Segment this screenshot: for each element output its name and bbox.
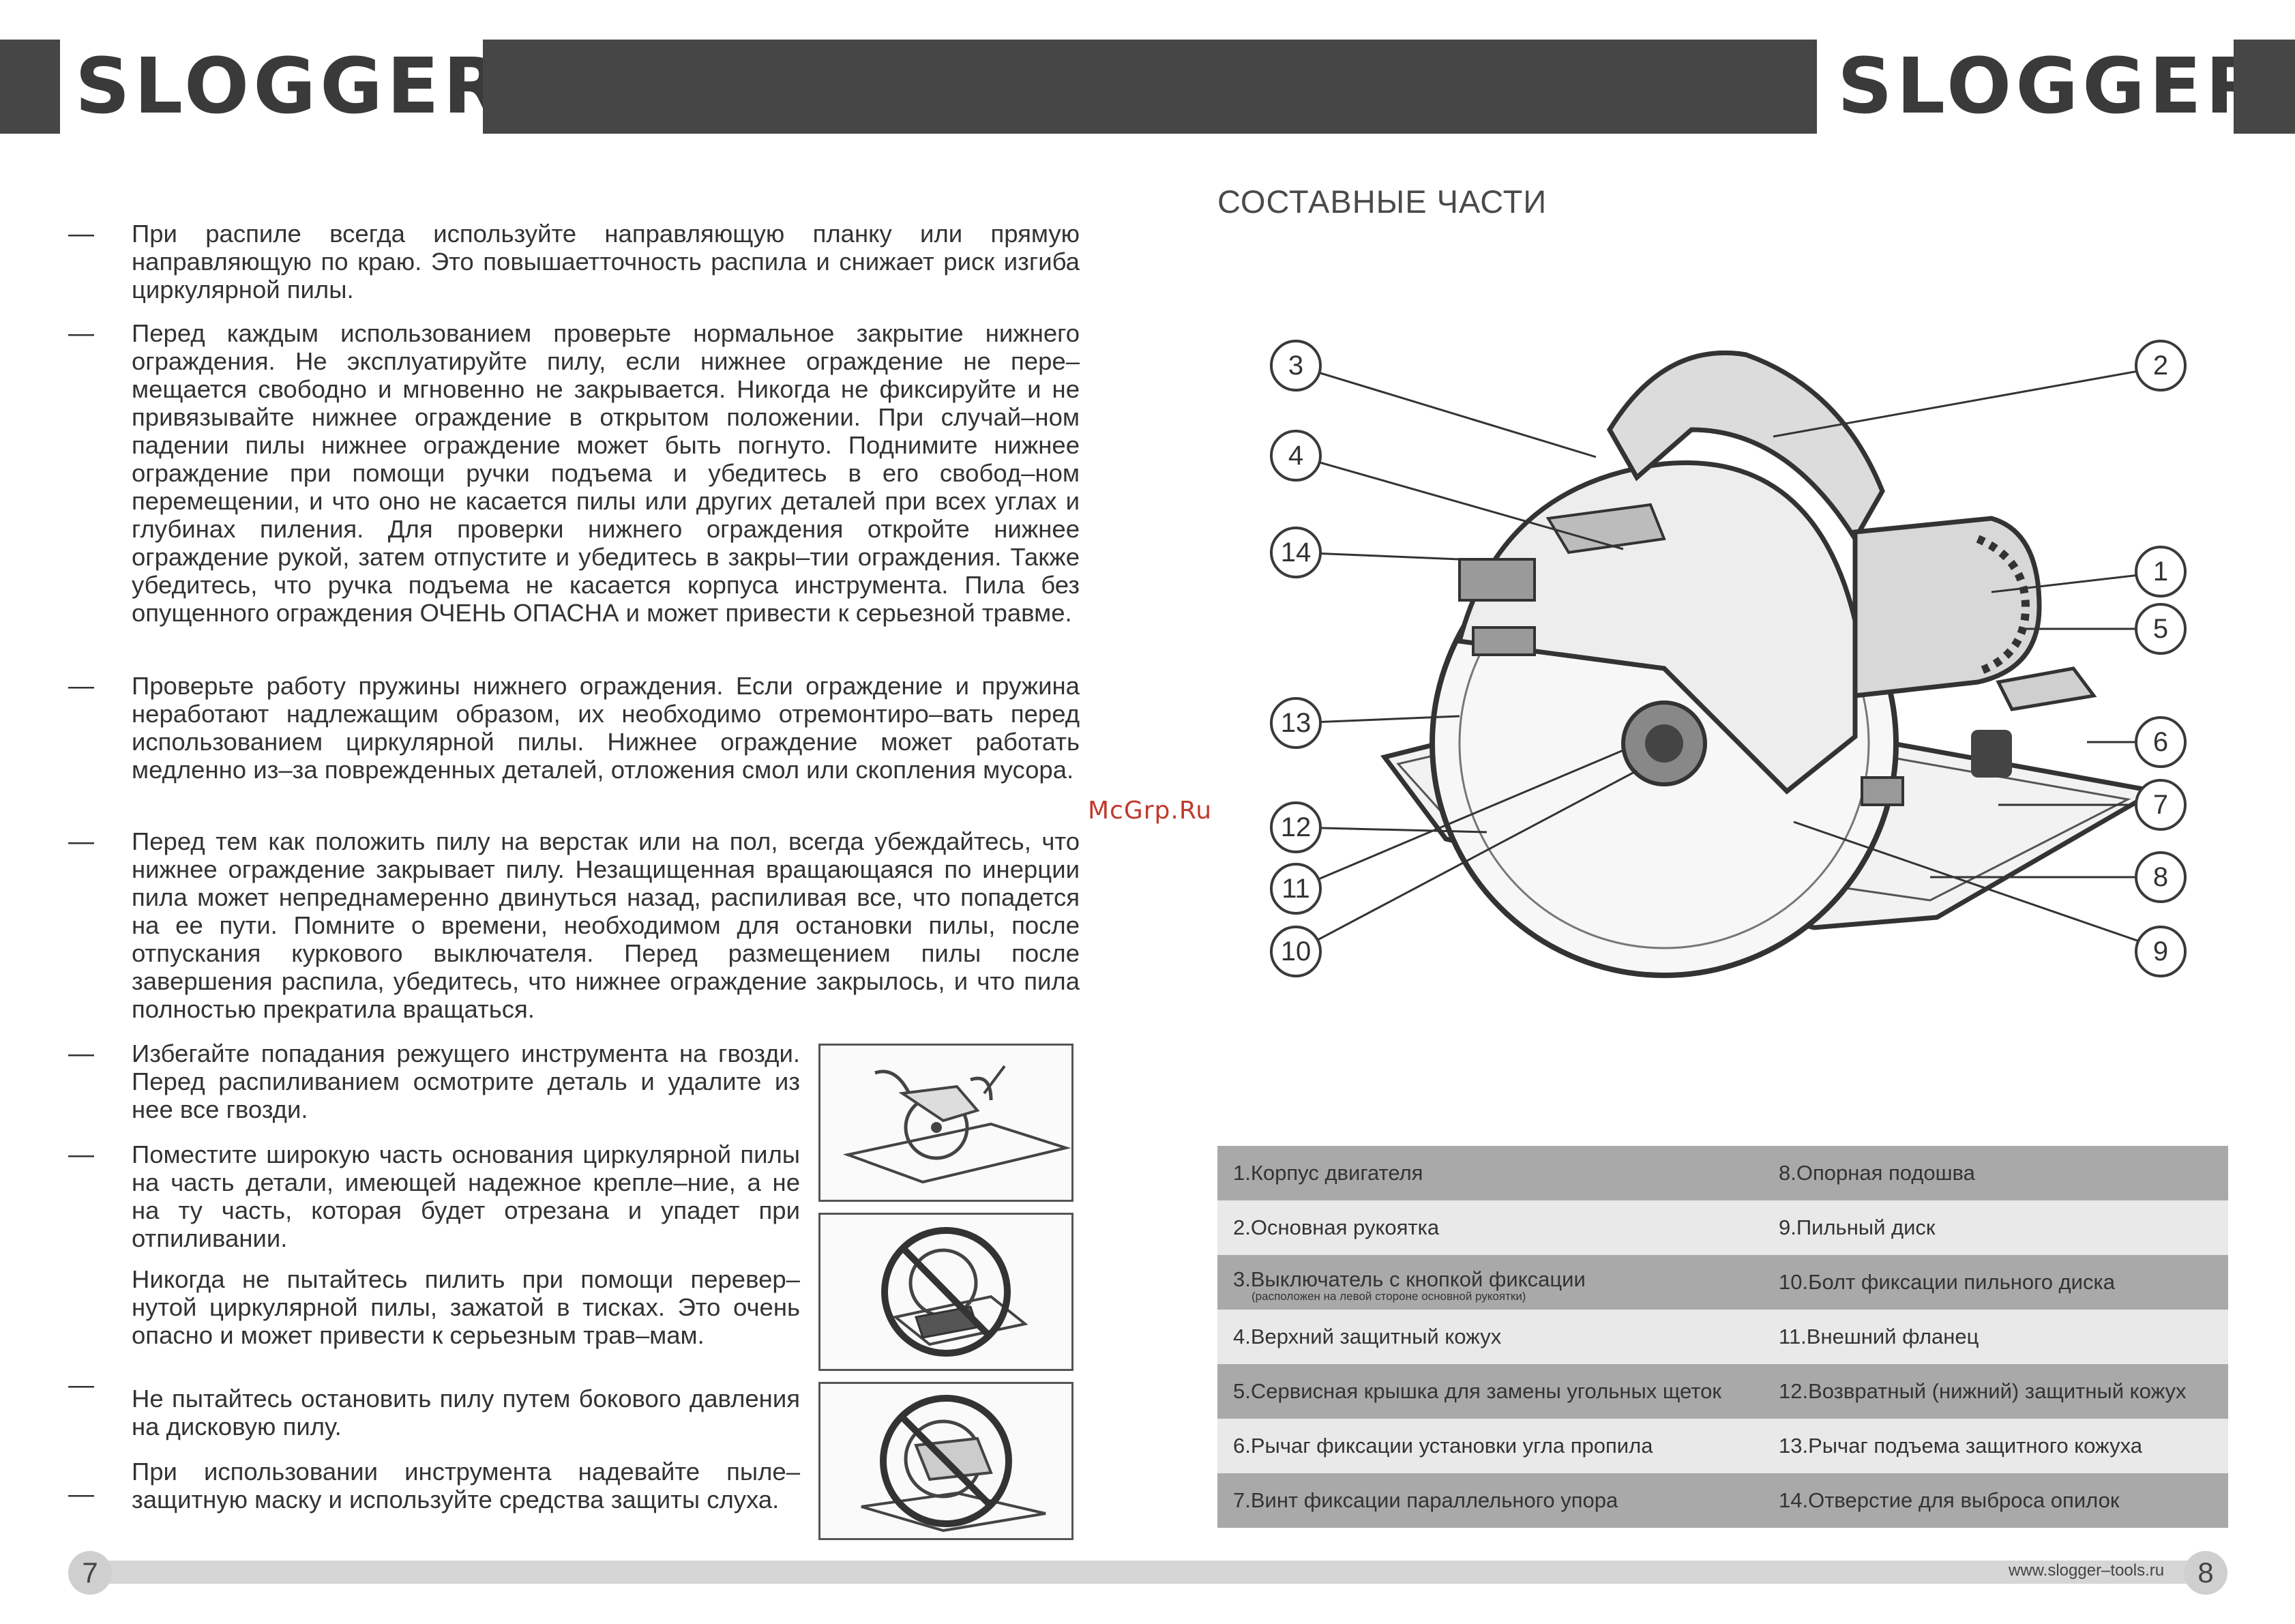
callout-6: 6 bbox=[2135, 716, 2187, 768]
callout-12: 12 bbox=[1270, 801, 1322, 853]
part-label: 12.Возвратный (нижний) защитный кожух bbox=[1779, 1379, 2187, 1403]
brand-logo-left: SLOGGER bbox=[75, 42, 506, 131]
parts-row: 3.Выключатель с кнопкой фиксации (распол… bbox=[1217, 1255, 2228, 1310]
parts-table: 1.Корпус двигателя 8.Опорная подошва 2.О… bbox=[1217, 1146, 2228, 1528]
parts-row: 1.Корпус двигателя 8.Опорная подошва bbox=[1217, 1146, 2228, 1200]
bullet-dash: — bbox=[68, 220, 94, 248]
part-label: 2.Основная рукоятка bbox=[1233, 1215, 1440, 1239]
parts-row: 4.Верхний защитный кожух 11.Внешний флан… bbox=[1217, 1310, 2228, 1364]
bullet-dash: — bbox=[68, 1371, 94, 1400]
safety-paragraph-8: Не пытайтесь остановить пилу путем боков… bbox=[132, 1385, 800, 1441]
circular-saw-diagram bbox=[1255, 314, 2210, 1030]
parts-row: 2.Основная рукоятка 9.Пильный диск bbox=[1217, 1200, 2228, 1255]
parts-row: 6.Рычаг фиксации установки угла пропила … bbox=[1217, 1419, 2228, 1473]
watermark: McGrp.Ru bbox=[1088, 797, 1213, 825]
safety-paragraph-3: Проверьте работу пружины нижнего огражде… bbox=[132, 672, 1080, 784]
callout-11: 11 bbox=[1270, 863, 1322, 915]
bullet-dash: — bbox=[68, 827, 94, 856]
callout-10: 10 bbox=[1270, 926, 1322, 977]
safety-paragraph-9: При использовании инструмента надевайте … bbox=[132, 1458, 800, 1514]
part-label: 7.Винт фиксации параллельного упора bbox=[1233, 1488, 1618, 1512]
part-note: (расположен на левой стороне основной ру… bbox=[1252, 1290, 1526, 1303]
website-link[interactable]: www.slogger–tools.ru bbox=[2009, 1561, 2165, 1580]
safety-paragraph-6: Поместите широкую часть основания циркул… bbox=[132, 1140, 800, 1252]
page-number-right: 8 bbox=[2184, 1551, 2227, 1595]
part-label: 1.Корпус двигателя bbox=[1233, 1161, 1423, 1185]
bullet-dash: — bbox=[68, 1039, 94, 1068]
safety-paragraph-7: Никогда не пытайтесь пилить при помощи п… bbox=[132, 1265, 800, 1349]
callout-8: 8 bbox=[2135, 851, 2187, 903]
header-center-band bbox=[483, 40, 1817, 134]
part-label: 14.Отверстие для выброса опилок bbox=[1779, 1488, 2120, 1512]
saw-on-workpiece-illustration bbox=[818, 1044, 1074, 1202]
callout-3: 3 bbox=[1270, 340, 1322, 392]
part-label: 11.Внешний фланец bbox=[1779, 1325, 1979, 1348]
callout-5: 5 bbox=[2135, 603, 2187, 655]
part-label: 9.Пильный диск bbox=[1779, 1215, 1936, 1239]
no-inverted-saw-illustration bbox=[818, 1213, 1074, 1371]
safety-paragraph-4: Перед тем как положить пилу на верстак и… bbox=[132, 827, 1080, 1023]
callout-2: 2 bbox=[2135, 340, 2187, 392]
no-side-pressure-illustration bbox=[818, 1382, 1074, 1540]
header-left-band bbox=[0, 40, 60, 134]
safety-paragraph-1: При распиле всегда используйте направляю… bbox=[132, 220, 1080, 304]
section-title: СОСТАВНЫЕ ЧАСТИ bbox=[1217, 183, 1548, 220]
part-label: 8.Опорная подошва bbox=[1779, 1161, 1975, 1185]
callout-9: 9 bbox=[2135, 926, 2187, 977]
parts-row: 5.Сервисная крышка для замены угольных щ… bbox=[1217, 1364, 2228, 1419]
callout-1: 1 bbox=[2135, 546, 2187, 597]
safety-paragraph-2: Перед каждым использованием проверьте но… bbox=[132, 319, 1080, 627]
header-right-band bbox=[2234, 40, 2295, 134]
callout-7: 7 bbox=[2135, 779, 2187, 831]
part-label: 5.Сервисная крышка для замены угольных щ… bbox=[1233, 1379, 1721, 1403]
bullet-dash: — bbox=[68, 1140, 94, 1169]
part-label: 4.Верхний защитный кожух bbox=[1233, 1325, 1502, 1348]
page-number-left: 7 bbox=[68, 1551, 112, 1595]
bullet-dash: — bbox=[68, 319, 94, 348]
callout-14: 14 bbox=[1270, 527, 1322, 578]
parts-row: 7.Винт фиксации параллельного упора 14.О… bbox=[1217, 1473, 2228, 1528]
part-label: 3.Выключатель с кнопкой фиксации bbox=[1233, 1267, 1586, 1291]
part-label: 6.Рычаг фиксации установки угла пропила bbox=[1233, 1434, 1653, 1458]
brand-logo-right: SLOGGER bbox=[1837, 42, 2268, 131]
safety-paragraph-5: Избегайте попадания режущего инструмента… bbox=[132, 1039, 800, 1123]
bullet-dash: — bbox=[68, 1480, 94, 1509]
part-label: 10.Болт фиксации пильного диска bbox=[1779, 1270, 2115, 1294]
callout-4: 4 bbox=[1270, 430, 1322, 482]
footer-bar bbox=[74, 1561, 2208, 1584]
bullet-dash: — bbox=[68, 672, 94, 700]
callout-13: 13 bbox=[1270, 697, 1322, 749]
part-label: 13.Рычаг подъема защитного кожуха bbox=[1779, 1434, 2142, 1458]
